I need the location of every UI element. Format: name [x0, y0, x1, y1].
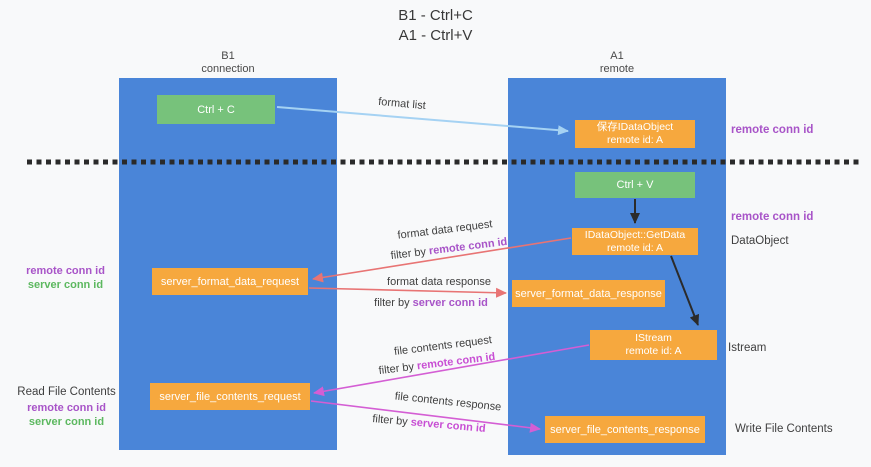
title-line-1: B1 - Ctrl+C [398, 7, 473, 24]
filter-by-text: filter by [374, 297, 413, 309]
lifeline-right-title: A1 [610, 50, 624, 62]
remote-conn-id-note: remote conn id [731, 124, 814, 136]
filter-by-text: filter by [378, 360, 418, 378]
save-dataobject-line2: remote id: A [606, 134, 664, 146]
lifeline-left-title: B1 [221, 50, 235, 62]
format-list-label: format list [377, 95, 427, 113]
filter-by-text: filter by [390, 245, 430, 263]
format-data-response-label: format data response [387, 276, 491, 288]
ctrl-c-box: Ctrl + C [157, 95, 275, 124]
server-file-contents-request-box: server_file_contents_request [150, 383, 310, 410]
getdata-line2: remote id: A [606, 241, 664, 254]
left-format-conn-ids: remote conn id server conn id [18, 264, 113, 292]
filter-by-text: filter by [371, 413, 412, 429]
read-file-contents-note: Read File Contents [17, 386, 116, 398]
remote-conn-id-note: remote conn id [26, 265, 105, 277]
server-conn-id-note: server conn id [28, 416, 105, 428]
getdata-box: IDataObject::GetData remote id: A [572, 228, 698, 255]
getdata-line1: IDataObject::GetData [584, 228, 686, 241]
istream-note: Istream [728, 342, 767, 354]
save-dataobject-line1: 保存IDataObject [596, 121, 674, 133]
ctrl-v-label: Ctrl + V [616, 179, 654, 191]
title-line-2: A1 - Ctrl+V [398, 27, 473, 44]
remote-conn-id-key: remote conn id [428, 235, 508, 258]
ctrl-v-box: Ctrl + V [575, 172, 695, 198]
server-conn-id-key: server conn id [412, 297, 488, 309]
ctrl-c-label: Ctrl + C [197, 103, 235, 116]
istream-line2: remote id: A [625, 345, 682, 357]
dataobject-note: DataObject [731, 235, 789, 247]
file-contents-response-filter-label: filter by server conn id [372, 413, 486, 435]
lifeline-left-header: B1 connection [119, 50, 337, 76]
server-conn-id-key: server conn id [410, 416, 487, 435]
server-file-contents-response-label: server_file_contents_response [550, 423, 700, 436]
format-data-response-filter-label: filter by server conn id [374, 297, 488, 309]
server-file-contents-response-box: server_file_contents_response [545, 416, 705, 443]
istream-box: IStream remote id: A [590, 330, 717, 360]
server-format-data-response-box: server_format_data_response [512, 280, 665, 307]
remote-conn-id-key: remote conn id [416, 350, 496, 373]
istream-line1: IStream [635, 332, 672, 344]
server-format-data-request-box: server_format_data_request [152, 268, 308, 295]
diagram-title: B1 - Ctrl+C A1 - Ctrl+V [0, 6, 871, 46]
lifeline-right-subtitle: remote [599, 63, 635, 75]
lifeline-left-subtitle: connection [201, 63, 255, 75]
lifeline-right-header: A1 remote [508, 50, 726, 76]
left-file-conn-ids: Read File Contents remote conn id server… [14, 385, 119, 429]
remote-conn-id-note: remote conn id [27, 402, 106, 414]
server-file-contents-request-label: server_file_contents_request [159, 390, 301, 403]
save-dataobject-box: 保存IDataObject remote id: A [575, 120, 695, 148]
file-contents-response-label: file contents response [394, 390, 502, 414]
server-conn-id-note: server conn id [27, 279, 104, 291]
format-data-response-arrow [308, 287, 507, 298]
server-format-data-request-label: server_format_data_request [160, 275, 300, 288]
server-format-data-response-label: server_format_data_response [515, 287, 662, 300]
remote-conn-id-note: remote conn id [731, 211, 814, 223]
write-file-contents-note: Write File Contents [735, 423, 833, 435]
